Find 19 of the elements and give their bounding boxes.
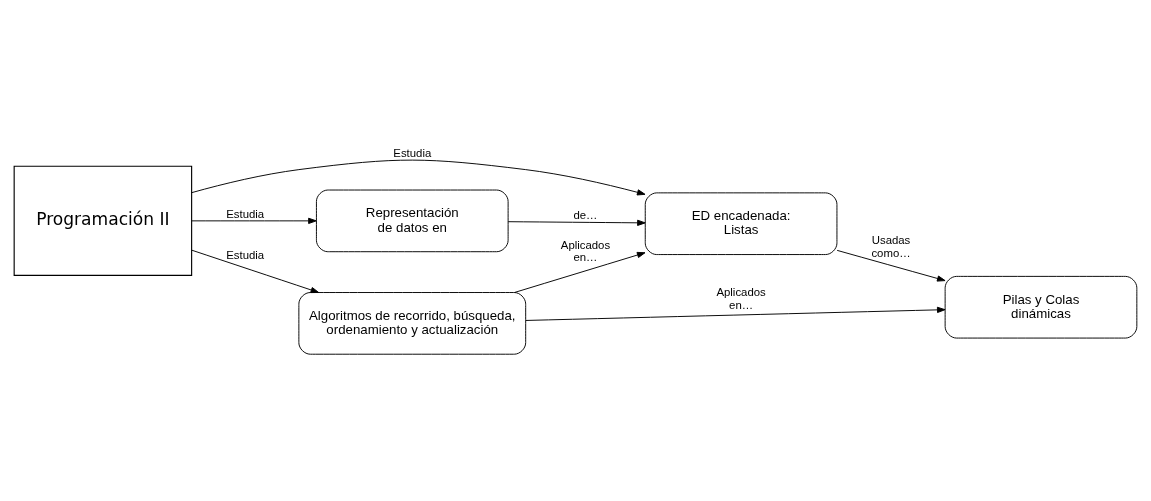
arrow [836,249,946,282]
arrow [525,306,946,321]
node-box: Representación de datos en [315,189,509,252]
edge-label: de… [573,208,598,221]
arrow [513,251,646,293]
arrow [507,219,646,226]
node-box: ED encadenada: Listas [644,191,838,255]
arrow [191,217,317,224]
edge-label: Estudia [226,207,265,220]
arrow [191,159,646,195]
arrow [191,249,320,293]
node-box: Pilas y Colas dinámicas [944,275,1138,339]
edge-label: Estudia [226,248,265,261]
node-box: Algoritmos de recorrido, búsqueda, ordenamiento y actualización [298,291,527,355]
edge-label: Estudia [393,146,432,159]
edge-label: Aplicados en… [716,285,766,311]
edge-label: Aplicados en… [560,238,611,263]
edge-label: Usadas como… [871,233,911,259]
node-box: Programación II [13,165,193,276]
